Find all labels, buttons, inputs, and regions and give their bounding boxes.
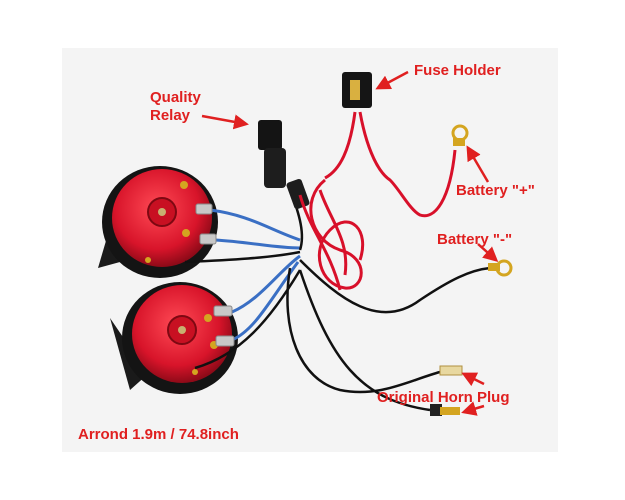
original-horn-plug — [430, 365, 463, 416]
battery-plus-label: Battery "+" — [456, 182, 535, 199]
lower-horn — [110, 282, 238, 394]
quality-relay-label: Quality Relay — [150, 89, 201, 125]
blue-wires — [209, 208, 301, 342]
ring-terminals — [451, 124, 513, 277]
cable-length-label: Arrond 1.9m / 74.8inch — [78, 426, 239, 443]
original-horn-plug-label: Original Horn Plug — [377, 389, 510, 406]
black-wires — [184, 189, 491, 412]
fuse-holder-label: Fuse Holder — [414, 62, 501, 79]
relay — [258, 120, 310, 210]
horn-terminals — [195, 203, 235, 347]
upper-horn — [98, 166, 218, 278]
quality-relay-label-line2: Relay — [150, 107, 191, 124]
annotation-arrows — [201, 70, 499, 416]
quality-relay-label-line1: Quality — [150, 89, 201, 106]
battery-minus-label: Battery "-" — [437, 231, 513, 248]
red-wires — [298, 111, 457, 291]
fuse-holder — [342, 72, 372, 108]
